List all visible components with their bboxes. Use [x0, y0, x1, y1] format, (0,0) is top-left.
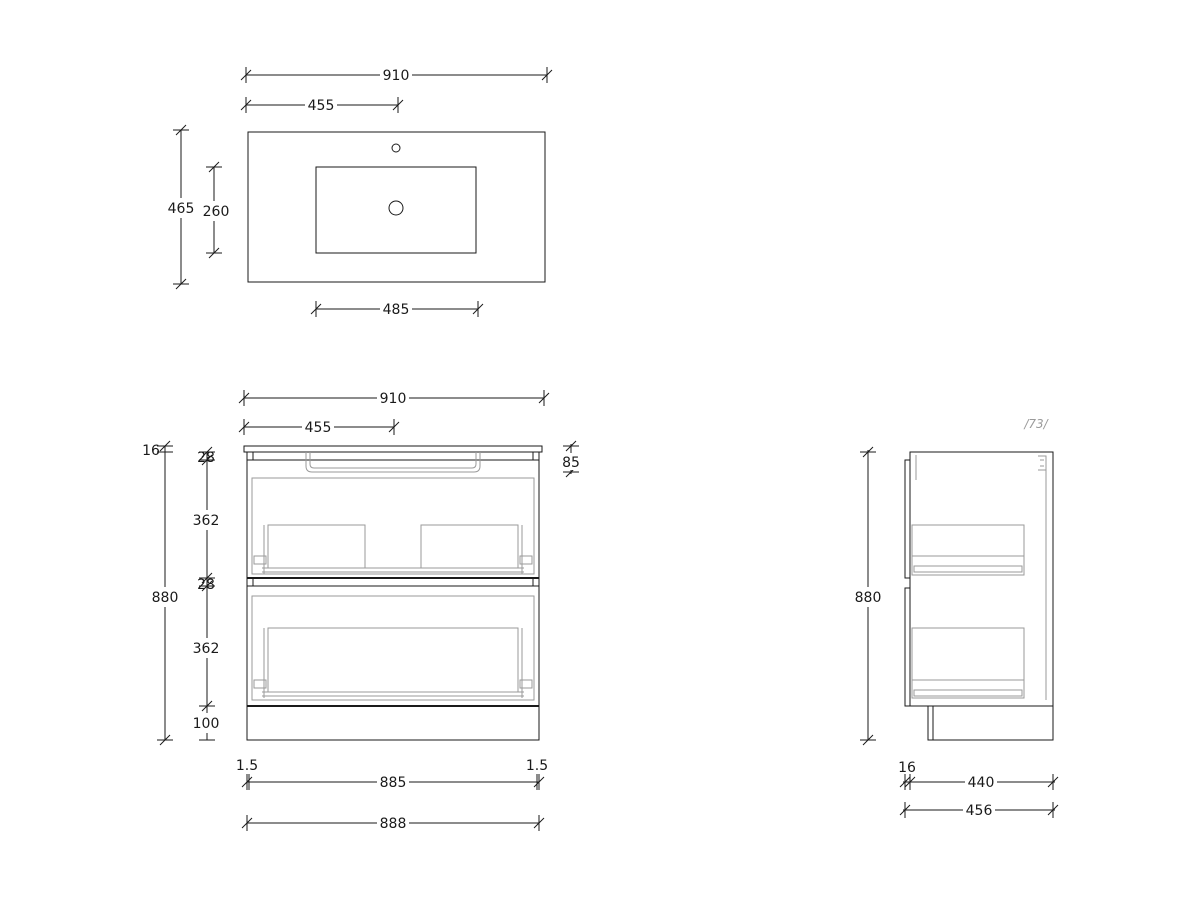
side-carcass: [909, 451, 1054, 707]
side-dim-front-thickness-label: 16: [898, 760, 916, 776]
side-dim-total-height-label: 880: [855, 590, 882, 606]
plan-dim-overall-width-label: 910: [383, 68, 410, 84]
front-dim-basin-depth-label: 85: [562, 455, 580, 471]
front-basin-bowl: [305, 452, 481, 473]
side-dim-total-height: 880: [853, 446, 883, 746]
side-dim-overall-depth-label: 456: [966, 803, 993, 819]
front-dim-drawer-lower-label: 362: [193, 641, 220, 657]
front-dim-gap-top-label: 28: [197, 450, 215, 466]
front-dim-drawer-upper-label: 362: [193, 513, 220, 529]
front-dim-half-width: 455: [238, 417, 400, 437]
front-dim-total-height-label: 880: [152, 590, 179, 606]
tap-hole: [391, 143, 401, 153]
front-dim-overall-width: 910: [238, 388, 550, 408]
plan-dim-basin-width: 485: [310, 299, 484, 319]
plan-view: 910 455 465 260: [166, 65, 553, 319]
drain-hole: [388, 200, 404, 216]
side-dim-overall-depth: 456: [899, 800, 1059, 820]
front-dim-basin-depth: 85: [559, 440, 583, 478]
front-dim-inner-width: 885 1.5 1.5: [236, 758, 548, 792]
plan-dim-half-width-label: 455: [308, 98, 335, 114]
side-plinth: [927, 705, 1054, 741]
front-dim-gap-mid-label: 28: [197, 577, 215, 593]
front-dim-half-width-label: 455: [305, 420, 332, 436]
front-upper-drawer: [247, 477, 539, 579]
side-upper-door: [904, 459, 911, 579]
front-lower-drawer: [247, 595, 539, 707]
front-vanity-top: [243, 445, 543, 453]
side-lower-door: [904, 587, 911, 707]
front-view: 910 455 85 880 16: [142, 388, 583, 833]
plan-vanity-top-outline: [247, 131, 546, 283]
plan-dim-basin-width-label: 485: [383, 302, 410, 318]
side-dim-carcass-depth: 440 16: [898, 760, 1059, 792]
side-dim-carcass-depth-label: 440: [968, 775, 995, 791]
front-dim-carcass-width: 888: [241, 813, 545, 833]
front-dim-plinth-label: 100: [193, 716, 220, 732]
front-dim-total-height: 880 16: [142, 440, 180, 746]
plan-dim-overall-width: 910: [240, 65, 553, 85]
plan-basin-outline: [315, 166, 477, 254]
plan-dim-depth-label: 465: [168, 201, 195, 217]
plan-dim-depth: 465: [166, 124, 196, 290]
plan-dim-basin-depth: 260: [201, 161, 231, 259]
front-carcass: [246, 451, 540, 741]
front-dim-margin-right-label: 1.5: [526, 758, 548, 774]
front-dim-overall-width-label: 910: [380, 391, 407, 407]
side-view: /73/ 880: [853, 417, 1059, 820]
front-dim-margin-left-label: 1.5: [236, 758, 258, 774]
plan-dim-basin-depth-label: 260: [203, 204, 230, 220]
front-dim-top-thickness-label: 16: [142, 443, 160, 459]
front-dim-inner-width-label: 885: [380, 775, 407, 791]
front-dim-stack: 28 362 28 362 100: [191, 446, 223, 741]
side-angle-label: /73/: [1023, 417, 1049, 431]
plan-dim-half-width: 455: [240, 95, 404, 115]
front-dim-carcass-width-label: 888: [380, 816, 407, 832]
